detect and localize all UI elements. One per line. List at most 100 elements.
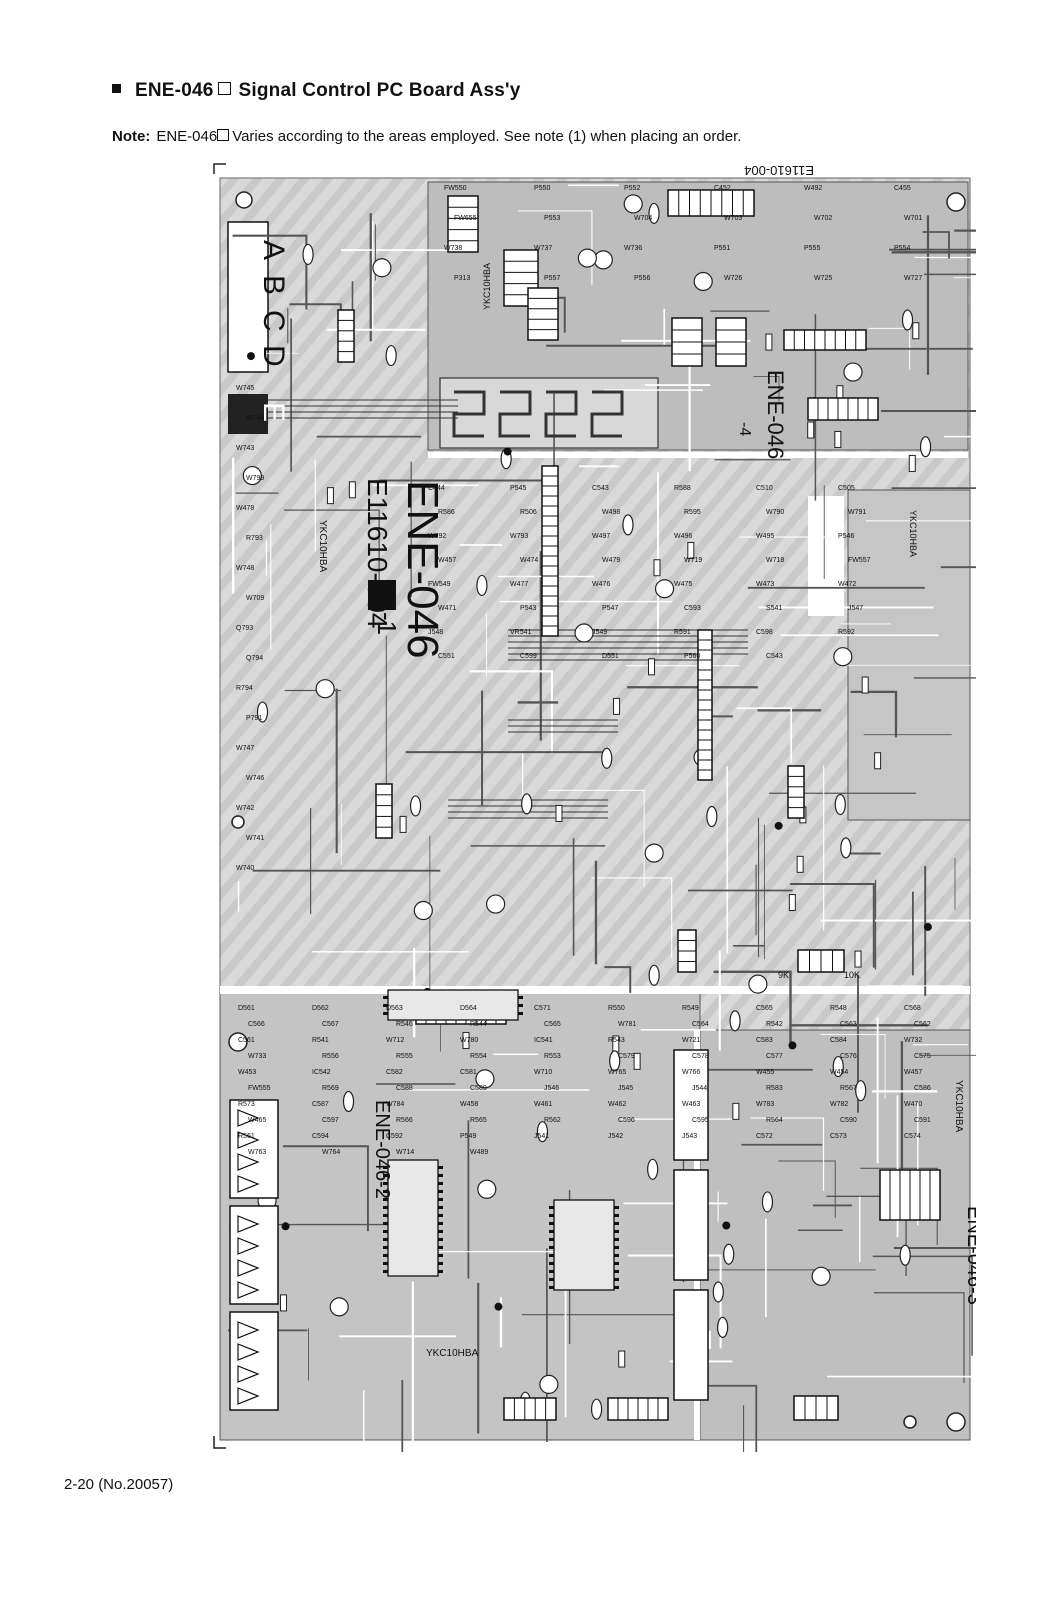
component-label: W457 <box>438 557 456 564</box>
ic-pin <box>383 1230 388 1233</box>
area-letter-b: B <box>257 275 290 295</box>
component-label: R566 <box>396 1117 413 1124</box>
via-dot <box>503 447 512 456</box>
component-label: R548 <box>830 1005 847 1012</box>
ic-outline <box>387 989 519 1021</box>
component-label: R569 <box>322 1085 339 1092</box>
component-label: C551 <box>438 653 455 660</box>
component-label: R793 <box>246 535 263 542</box>
component-label: C579 <box>618 1053 635 1060</box>
capacitor-symbol <box>717 1316 729 1338</box>
component-label: W746 <box>246 775 264 782</box>
jack-pin <box>237 1343 260 1361</box>
jack-block <box>229 1205 279 1305</box>
trace <box>778 1160 836 1218</box>
top-code: YKC10HBA <box>482 263 492 310</box>
component-label: C596 <box>618 1117 635 1124</box>
sub4-suffix: -4 <box>736 422 753 436</box>
component-label: W489 <box>470 1149 488 1156</box>
component-label: R591 <box>674 629 691 636</box>
ic-pin <box>383 1222 388 1225</box>
component-label: W783 <box>756 1101 774 1108</box>
ic-pin <box>549 1262 554 1265</box>
title-model: ENE-046 <box>135 80 214 101</box>
vr-high-label: 10K <box>844 970 860 980</box>
component-label: W465 <box>248 1117 266 1124</box>
resistor-symbol <box>653 559 661 577</box>
capacitor-symbol <box>591 1398 603 1420</box>
page-footer: 2-20 (No.20057) <box>64 1476 174 1493</box>
component-label: C593 <box>684 605 701 612</box>
component-label: W792 <box>428 533 446 540</box>
component-labels: W745W744W743W799W478R793W748W709Q793Q794… <box>236 185 931 1156</box>
component-label: C599 <box>520 653 537 660</box>
component-label: D561 <box>238 1005 255 1012</box>
electrolytic-capacitor-symbol <box>811 1266 831 1286</box>
ic-pin <box>383 1166 388 1169</box>
component-label: P560 <box>684 653 700 660</box>
component-label: J541 <box>534 1133 549 1140</box>
connector-block <box>787 765 805 819</box>
component-label: W478 <box>236 505 254 512</box>
component-label: R592 <box>838 629 855 636</box>
component-label: D563 <box>386 1005 403 1012</box>
sub2-silkscreen: ENE-046-2 <box>371 1100 393 1199</box>
ic-pin <box>383 1012 388 1015</box>
component-label: W791 <box>848 509 866 516</box>
electrolytic-capacitor-symbol <box>372 258 392 278</box>
electrolytic-capacitor-symbol <box>644 843 664 863</box>
ic-pin <box>549 1214 554 1217</box>
component-label: P553 <box>544 215 560 222</box>
ic-pin <box>438 1166 443 1169</box>
component-label: C455 <box>894 185 911 192</box>
resistor-symbol <box>648 658 656 676</box>
area-letter-c: C <box>257 310 290 332</box>
trace <box>713 970 792 1049</box>
subboard-3-area <box>699 1029 971 1441</box>
capacitor-symbol <box>919 436 932 458</box>
ic-pin <box>518 996 523 999</box>
component-label: W727 <box>904 275 922 282</box>
ic-pin <box>438 1254 443 1257</box>
ic-outline <box>553 1199 615 1291</box>
ic-pin <box>549 1246 554 1249</box>
component-label: W738 <box>444 245 462 252</box>
output-jack <box>673 1169 709 1281</box>
component-label: P554 <box>894 245 910 252</box>
ic-pin <box>383 1254 388 1257</box>
ic-pin <box>614 1230 619 1233</box>
connector-block <box>807 397 879 421</box>
component-label: R583 <box>766 1085 783 1092</box>
component-label: R573 <box>238 1101 255 1108</box>
ic-pin <box>438 1238 443 1241</box>
component-label: D564 <box>460 1005 477 1012</box>
component-label: C588 <box>396 1085 413 1092</box>
component-label: C581 <box>460 1069 477 1076</box>
component-label: W718 <box>766 557 784 564</box>
component-label: C591 <box>914 1117 931 1124</box>
ic-pin <box>383 1004 388 1007</box>
component-label: P545 <box>510 485 526 492</box>
component-label: W704 <box>634 215 652 222</box>
component-label: C582 <box>386 1069 403 1076</box>
resistor-symbol <box>687 541 695 559</box>
right-code: YKC10HBA <box>953 1080 964 1133</box>
component-label: W736 <box>624 245 642 252</box>
ic-pin <box>438 1262 443 1265</box>
ic-pin <box>614 1246 619 1249</box>
electrolytic-capacitor-symbol <box>623 194 643 214</box>
capacitor-symbol <box>647 1158 659 1180</box>
component-label: W748 <box>236 565 254 572</box>
component-label: C452 <box>714 185 731 192</box>
top-reversed-label: E11610-004 <box>744 163 814 178</box>
component-label: IC542 <box>312 1069 331 1076</box>
ic-pin <box>614 1286 619 1289</box>
checkbox-square-icon <box>217 129 230 142</box>
component-label: P550 <box>534 185 550 192</box>
jack-pin <box>237 1281 260 1299</box>
ic-pin <box>549 1230 554 1233</box>
electrolytic-capacitor-symbol <box>475 1069 495 1089</box>
vr-low-label: 9K <box>778 970 789 980</box>
component-label: W462 <box>608 1101 626 1108</box>
trace <box>604 966 632 993</box>
